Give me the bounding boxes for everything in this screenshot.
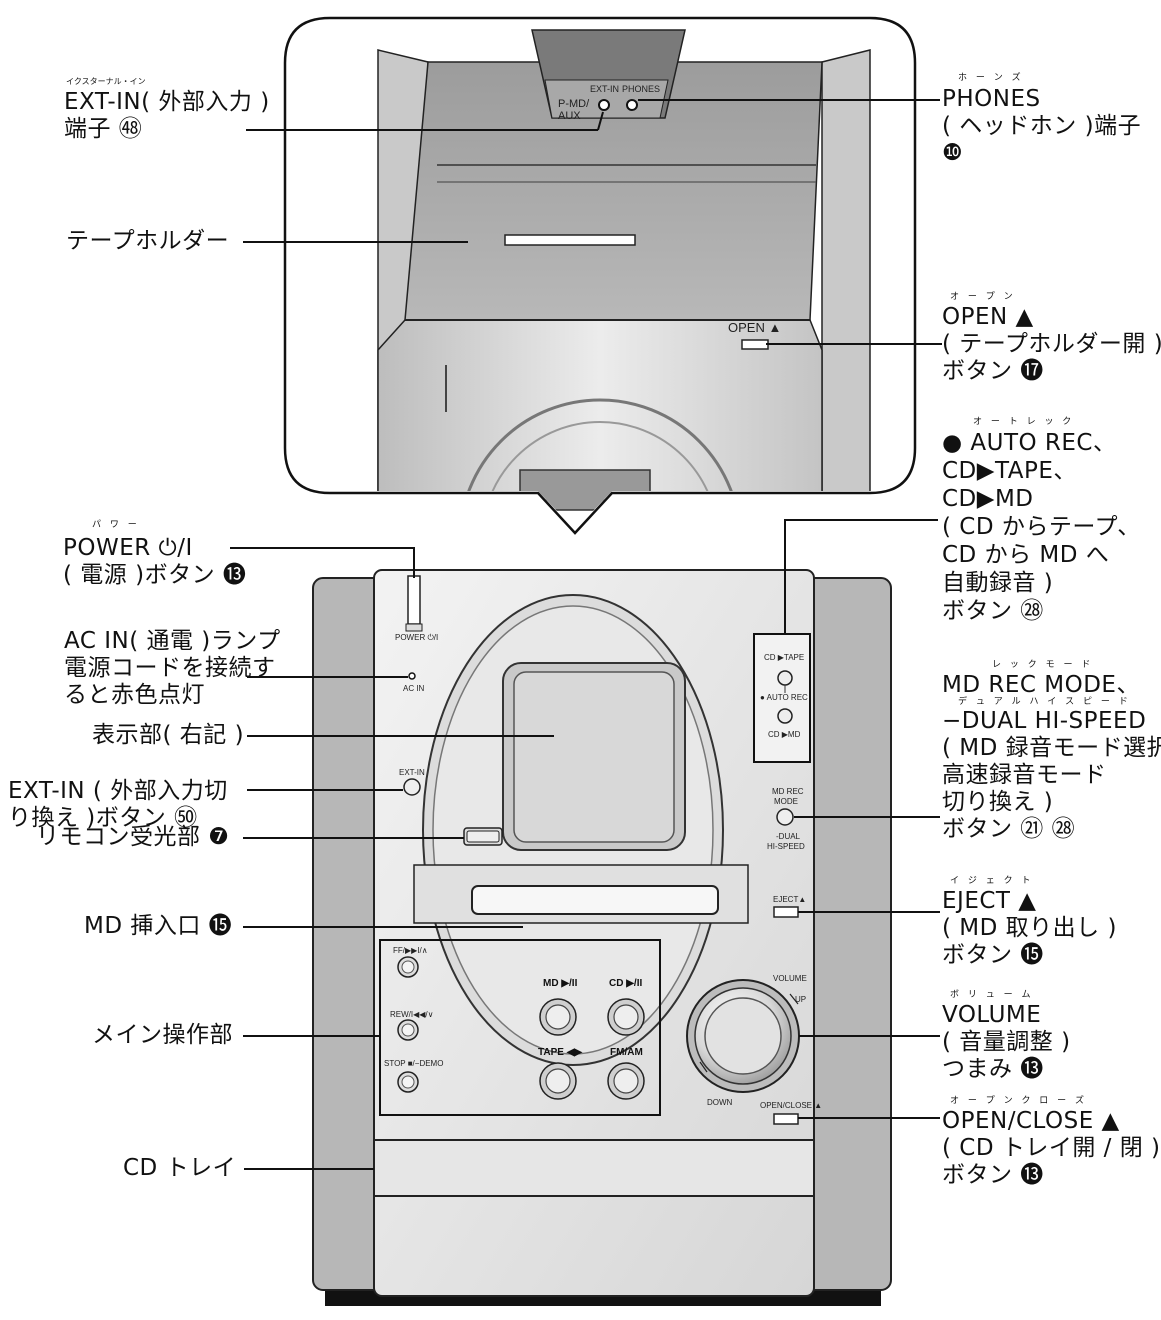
top-detail-callout	[283, 16, 917, 535]
device-fmam-label: FM/AM	[610, 1047, 643, 1058]
eject-line2: ( MD 取り出し )	[942, 915, 1117, 941]
device-md-play-label: MD ▶/II	[543, 978, 578, 989]
device-auto-rec-label: ● AUTO REC	[760, 693, 808, 702]
device-cd-play-label: CD ▶/II	[609, 978, 643, 989]
eject-line1: EJECT ▲	[942, 888, 1037, 914]
auto-rec-line1: ● AUTO REC、	[942, 430, 1117, 456]
display-label: 表示部( 右記 )	[92, 722, 245, 748]
device-ff-label: FF/▶▶I/∧	[393, 946, 428, 955]
auto-rec-line5: CD から MD へ	[942, 542, 1110, 568]
open-close-furigana: オ ー プ ン ク ロ ー ズ	[950, 1096, 1088, 1106]
auto-rec-line7: ボタン ㉘	[942, 598, 1044, 624]
device-mode-label: MODE	[774, 797, 798, 806]
phones-line3: ❿	[942, 140, 964, 166]
volume-line3: つまみ ⓭	[942, 1056, 1044, 1082]
auto-rec-line3: CD▶MD	[942, 486, 1034, 512]
device-cd-md-label: CD ▶MD	[768, 730, 801, 739]
device-hispeed-label: HI-SPEED	[767, 842, 805, 851]
md-rec-mode-furigana1: レ ッ ク モ ー ド	[992, 660, 1094, 670]
device-down-label: DOWN	[707, 1098, 733, 1107]
device-open-label: OPEN ▲	[728, 320, 782, 335]
ac-in-line3: ると赤色点灯	[64, 682, 205, 708]
md-rec-mode-furigana2: デ ュ ア ル ハ イ ス ピ ー ド	[958, 697, 1131, 707]
device-rew-label: REW/I◀◀/∨	[390, 1010, 434, 1019]
phones-furigana: ホ ー ン ズ	[958, 73, 1024, 83]
phones-label: PHONES ( ヘッドホン )端子 ❿	[942, 86, 1141, 167]
device-eject-label: EJECT▲	[773, 895, 807, 904]
cd-tray-label: CD トレイ	[123, 1155, 237, 1181]
auto-rec-line2: CD▶TAPE、	[942, 458, 1077, 484]
device-up-label: UP	[795, 995, 807, 1004]
device-aux-label: AUX	[558, 110, 581, 122]
remote-sensor-label: リモコン受光部 ❼	[36, 824, 230, 850]
main-unit	[312, 569, 892, 1306]
device-phones-label: PHONES	[622, 84, 661, 94]
open-tape-label: OPEN ▲ ( テープホルダー開 ) ボタン ⓱	[942, 304, 1161, 385]
power-line2: ( 電源 )ボタン ⓭	[63, 562, 247, 588]
device-power-label: POWER ⏻/I	[395, 633, 439, 642]
ext-in-jack-line1: EXT-IN( 外部入力 )	[64, 89, 270, 115]
device-p-md-label: P-MD/	[558, 98, 590, 110]
device-dual-label: -DUAL	[776, 832, 801, 841]
device-cd-tape-label: CD ▶TAPE	[764, 653, 805, 662]
device-ext-in-jack-label: EXT-IN	[590, 84, 620, 94]
md-rec-mode-line3: ( MD 録音モード選択、	[942, 735, 1161, 761]
main-controls-label: メイン操作部	[92, 1022, 233, 1048]
md-rec-mode-line4: 高速録音モード	[942, 762, 1107, 788]
auto-rec-label: ● AUTO REC、 CD▶TAPE、 CD▶MD ( CD からテープ、 C…	[942, 429, 1141, 625]
volume-line2: ( 音量調整 )	[942, 1029, 1071, 1055]
eject-line3: ボタン ⓯	[942, 942, 1044, 968]
open-close-line1: OPEN/CLOSE ▲	[942, 1108, 1120, 1134]
ac-in-line1: AC IN( 通電 )ランプ	[64, 628, 281, 654]
tape-holder-label: テープホルダー	[66, 228, 230, 254]
phones-line1: PHONES	[942, 86, 1041, 112]
auto-rec-line4: ( CD からテープ、	[942, 514, 1141, 540]
power-line1: POWER ⏻/I	[63, 535, 193, 561]
device-open-close-label: OPEN/CLOSE ▲	[760, 1101, 823, 1110]
power-furigana: パ ワ ー	[92, 520, 140, 530]
device-md-rec-label: MD REC	[772, 787, 804, 796]
md-rec-mode-line5: 切り換え )	[942, 789, 1054, 815]
auto-rec-line6: 自動録音 )	[942, 570, 1054, 596]
device-volume-label: VOLUME	[773, 974, 807, 983]
ext-in-button-line2: り換え )ボタン ㊿	[8, 805, 198, 831]
ac-in-label: AC IN( 通電 )ランプ 電源コードを接続す ると赤色点灯	[64, 628, 281, 709]
ac-in-line2: 電源コードを接続す	[64, 655, 276, 681]
device-stop-label: STOP ■/−DEMO	[384, 1059, 444, 1068]
open-tape-line3: ボタン ⓱	[942, 358, 1044, 384]
volume-furigana: ボ リ ュ ー ム	[950, 990, 1034, 1000]
device-ac-in-label: AC IN	[403, 684, 425, 693]
md-rec-mode-line6: ボタン ㉑ ㉘	[942, 816, 1076, 842]
md-rec-mode-line2: −DUAL HI-SPEED	[942, 708, 1147, 734]
eject-label: EJECT ▲ ( MD 取り出し ) ボタン ⓯	[942, 888, 1117, 969]
open-tape-line2: ( テープホルダー開 )	[942, 331, 1161, 357]
eject-furigana: イ ジ ェ ク ト	[950, 876, 1034, 886]
md-rec-mode-line1: MD REC MODE、	[942, 672, 1140, 698]
volume-label: VOLUME ( 音量調整 ) つまみ ⓭	[942, 1002, 1071, 1083]
ext-in-button-line1: EXT-IN ( 外部入力切	[8, 778, 228, 804]
power-label: POWER ⏻/I ( 電源 )ボタン ⓭	[63, 535, 246, 589]
open-close-label: OPEN/CLOSE ▲ ( CD トレイ開 / 閉 ) ボタン ⓭	[942, 1108, 1161, 1189]
md-rec-mode-label: −DUAL HI-SPEED ( MD 録音モード選択、 高速録音モード 切り換…	[942, 708, 1161, 843]
ext-in-button-label: EXT-IN ( 外部入力切 り換え )ボタン ㊿	[8, 778, 228, 832]
ext-in-jack-furigana: イクスターナル・イン	[66, 77, 146, 86]
volume-line1: VOLUME	[942, 1002, 1042, 1028]
ext-in-jack-line2: 端子 ㊽	[64, 116, 143, 142]
auto-rec-furigana: オ ー ト レ ッ ク	[973, 417, 1075, 427]
md-slot-label: MD 挿入口 ⓯	[84, 913, 233, 939]
open-close-line2: ( CD トレイ開 / 閉 )	[942, 1135, 1161, 1161]
open-close-line3: ボタン ⓭	[942, 1162, 1044, 1188]
ext-in-jack-label: EXT-IN( 外部入力 ) 端子 ㊽	[64, 89, 270, 143]
device-tape-label: TAPE ◀▶	[538, 1047, 583, 1058]
leader-lines	[230, 99, 942, 1170]
phones-line2: ( ヘッドホン )端子	[942, 113, 1142, 139]
open-tape-line1: OPEN ▲	[942, 304, 1034, 330]
device-ext-in-button-label: EXT-IN	[399, 768, 425, 777]
open-tape-furigana: オ ー プ ン	[950, 292, 1016, 302]
